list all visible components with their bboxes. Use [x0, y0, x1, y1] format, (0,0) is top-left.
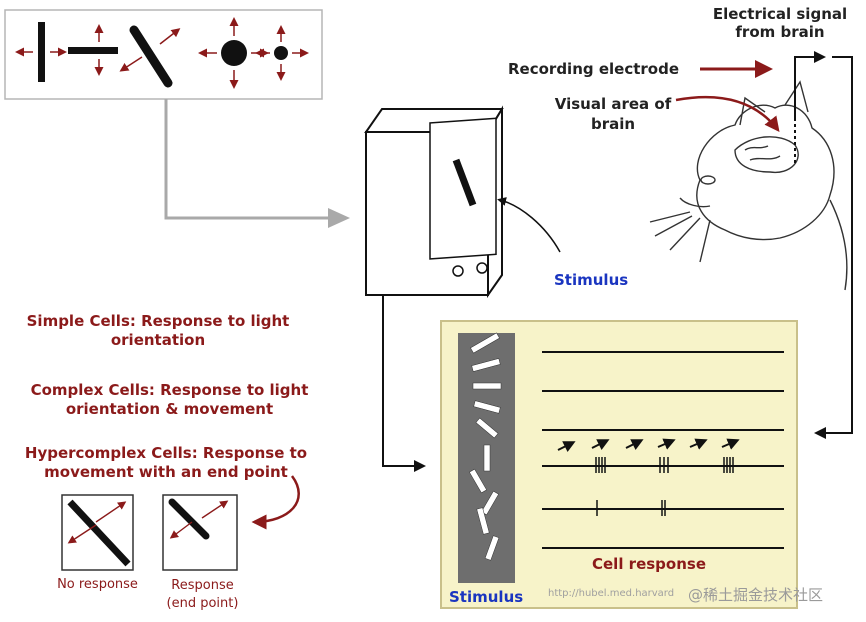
example-response-end-point	[162, 494, 238, 571]
stimulus-strip-bars	[469, 332, 502, 561]
signal-wire-top	[794, 51, 826, 120]
recording-electrode-label: Recording electrode	[508, 60, 679, 78]
complex-cells-label: Complex Cells: Response to light orienta…	[30, 381, 309, 418]
cell-response-panel	[440, 320, 798, 609]
signal-wire-return	[814, 56, 853, 439]
stimulus-pointer-arrow	[497, 197, 561, 253]
stimulus-shapes-box	[4, 9, 323, 100]
response-end-point-caption: Response (end point)	[166, 578, 239, 611]
example-no-response	[61, 494, 134, 571]
gray-connector-arrow	[164, 99, 350, 228]
visual-area-arrow	[675, 95, 780, 132]
stimulus-monitor-label: Stimulus	[554, 271, 629, 289]
cat-head	[649, 80, 848, 291]
source-url: http://hubel.med.harvard	[548, 588, 675, 599]
watermark: @稀土掘金技术社区	[688, 586, 824, 604]
hypercomplex-cells-label: Hypercomplex Cells: Response to movement…	[24, 444, 308, 481]
electrical-signal-label: Electrical signal from brain	[712, 5, 848, 41]
hypercomplex-pointer-arrow	[251, 475, 300, 530]
visual-area-label: Visual area of brain	[554, 95, 672, 133]
no-response-caption: No response	[57, 577, 138, 592]
cell-response-label: Cell response	[592, 555, 707, 573]
simple-cells-label: Simple Cells: Response to light orientat…	[26, 312, 290, 349]
stimulus-monitor	[364, 105, 504, 299]
stimulus-panel-label: Stimulus	[449, 588, 524, 606]
monitor-to-panel-connector	[382, 296, 426, 472]
